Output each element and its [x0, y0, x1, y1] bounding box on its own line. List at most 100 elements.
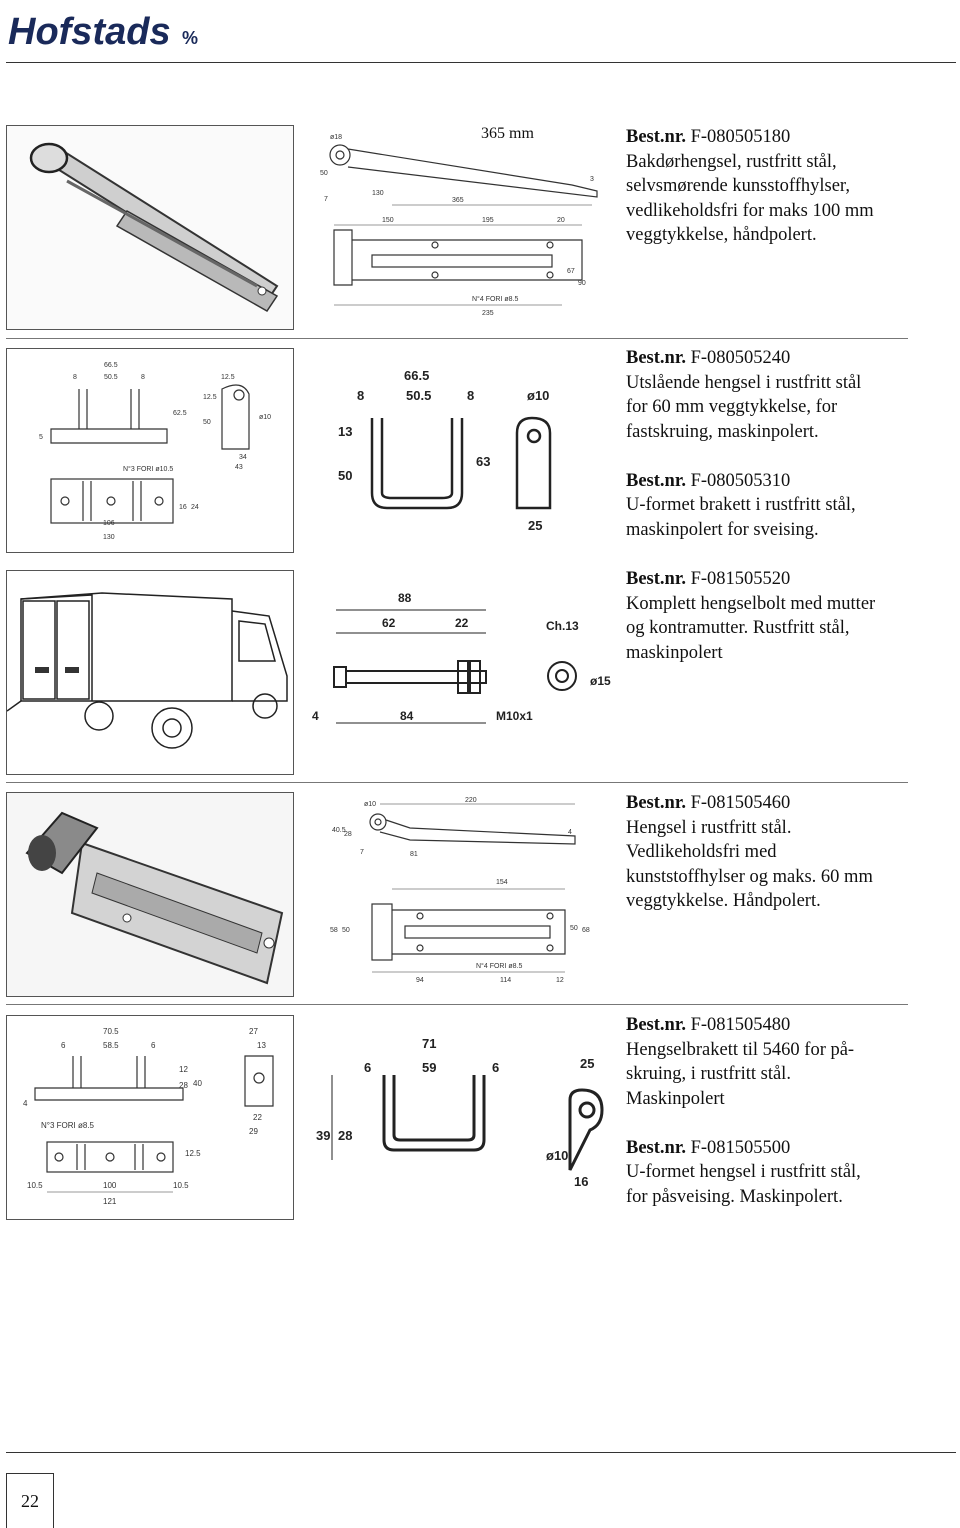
description-line: for påsveising. Maskinpolert. — [626, 1186, 843, 1207]
dim-label: 154 — [496, 879, 508, 886]
page-number: 22 — [6, 1473, 54, 1528]
dim-label: 63 — [476, 454, 490, 469]
dim-label: ø10 — [546, 1148, 568, 1163]
dim-label: 27 — [249, 1027, 258, 1036]
dim-label: 50 — [320, 170, 328, 177]
product-block-460: Best.nr. F-081505460 Hengsel i rustfritt… — [626, 791, 926, 914]
dim-label: 71 — [422, 1036, 436, 1051]
dim-label: 7 — [324, 196, 328, 203]
dim-label: M10x1 — [496, 709, 533, 723]
dim-label: 43 — [235, 464, 243, 471]
drawing-bracket-480: 70.5 58.5 6 6 4 12 28 40 27 13 22 29 N°3… — [6, 1015, 294, 1220]
dim-label: 6 — [364, 1060, 371, 1075]
dim-label: 6 — [151, 1041, 156, 1050]
description-line: og kontramutter. Rustfritt stål, — [626, 618, 850, 638]
description-line: fastskruing, maskinpolert. — [626, 421, 819, 442]
bestnr-value: F-080505180 — [690, 127, 791, 147]
description-line: skruing, i rustfritt stål. — [626, 1064, 791, 1084]
product-block-180: Best.nr. F-080505180 Bakdørhengsel, rust… — [626, 125, 926, 248]
dim-label: 58.5 — [103, 1041, 119, 1050]
dim-label: 12.5 — [185, 1149, 201, 1158]
row-separator — [6, 1004, 908, 1005]
dim-label: 62 — [382, 616, 396, 630]
description-line: Hengselbrakett til 5460 for på- — [626, 1039, 855, 1060]
description-line: maskinpolert — [626, 642, 723, 663]
dim-label: 106 — [103, 520, 115, 527]
dim-label: 28 — [338, 1128, 352, 1143]
bestnr-value: F-080505310 — [690, 470, 791, 491]
description-line: for 60 mm veggtykkelse, for — [626, 397, 838, 417]
description-line: maskinpolert for sveising. — [626, 519, 819, 540]
dim-label: 40 — [193, 1079, 202, 1088]
dim-label: 66.5 — [104, 362, 118, 369]
dim-label: 12 — [556, 977, 564, 984]
dim-label: 22 — [455, 616, 469, 630]
bestnr-label: Best.nr. — [626, 1015, 686, 1035]
dim-label: 12 — [179, 1065, 188, 1074]
dim-label: N°3 FORI ø8.5 — [41, 1121, 95, 1130]
dim-label: ø18 — [330, 134, 342, 141]
dim-label: 4 — [568, 829, 572, 836]
dim-label: 28 — [344, 831, 352, 838]
description-line: Bakdørhengsel, rustfritt stål, — [626, 151, 837, 172]
product-block-240-310: Best.nr. F-080505240 Utslående hengsel i… — [626, 346, 926, 542]
dim-label: 50 — [342, 927, 350, 934]
dim-label: 6 — [492, 1060, 499, 1075]
dim-label: 10.5 — [173, 1181, 189, 1190]
dim-label: 88 — [398, 591, 412, 605]
product-block-480-500: Best.nr. F-081505480 Hengselbrakett til … — [626, 1013, 926, 1209]
dim-label: 235 — [482, 310, 494, 317]
description-line: veggtykkelse, håndpolert. — [626, 225, 817, 245]
dim-label: 12.5 — [203, 394, 217, 401]
drawing-uhinge-500: 71 59 6 6 39 28 25 ø10 16 — [316, 1036, 604, 1189]
dim-label: 66.5 — [404, 368, 429, 383]
dim-label: 365 — [452, 197, 464, 204]
dim-label: 220 — [465, 797, 477, 804]
dim-label: ø15 — [590, 674, 611, 688]
dim-label: 6 — [61, 1041, 66, 1050]
row-separator — [6, 338, 908, 339]
dim-label: 40.5 — [332, 827, 346, 834]
dim-label: 20 — [557, 217, 565, 224]
dim-label: 8 — [357, 388, 364, 403]
description-line: selvsmørende kunsstoffhylser, — [626, 176, 850, 196]
dim-label: 90 — [578, 280, 586, 287]
dim-label: 62.5 — [173, 410, 187, 417]
dim-label: 22 — [253, 1113, 262, 1122]
dim-label: 50.5 — [406, 388, 431, 403]
dim-label: 67 — [567, 268, 575, 275]
photo-hinge-460 — [6, 792, 294, 997]
dim-label: 70.5 — [103, 1027, 119, 1036]
dim-label: 121 — [103, 1197, 117, 1206]
footer-rule — [6, 1452, 956, 1453]
dim-label: 29 — [249, 1127, 258, 1136]
description-line: vedlikeholdsfri for maks 100 mm — [626, 200, 874, 221]
dim-label: 50 — [203, 419, 211, 426]
header-rule — [6, 62, 956, 63]
dim-label: 10.5 — [27, 1181, 43, 1190]
row-separator — [6, 782, 908, 783]
dim-label: 59 — [422, 1060, 436, 1075]
dim-label: 39 — [316, 1128, 330, 1143]
description-line: veggtykkelse. Håndpolert. — [626, 891, 821, 911]
description-line: U-formet hengsel i rustfritt stål, — [626, 1162, 861, 1182]
dim-label: 195 — [482, 217, 494, 224]
dim-label: 4 — [23, 1099, 28, 1108]
dim-label: 25 — [580, 1056, 594, 1071]
logo-wordmark: Hofstads — [8, 11, 171, 53]
drawing-bracket-240: 66.5 50.5 8 8 62.5 5 12.5 50 12.5 ø10 34… — [6, 348, 294, 553]
bestnr-label: Best.nr. — [626, 470, 686, 491]
dim-label: 5 — [39, 434, 43, 441]
dim-label: 7 — [360, 849, 364, 856]
description-line: U-formet brakett i rustfritt stål, — [626, 495, 856, 515]
description-line: kunststoffhylser og maks. 60 mm — [626, 866, 873, 887]
dim-label: ø10 — [259, 414, 271, 421]
dim-label: 50 — [338, 468, 352, 483]
dim-label: 8 — [73, 374, 77, 381]
dim-label: 25 — [528, 518, 542, 533]
drawing-hinge-180: 150 195 20 130 365 235 50 7 67 90 3 N°4 … — [320, 134, 598, 317]
description-line: Maskinpolert — [626, 1088, 725, 1109]
product-block-520: Best.nr. F-081505520 Komplett hengselbol… — [626, 567, 926, 665]
dim-label: 34 — [239, 454, 247, 461]
dim-label: ø10 — [527, 388, 549, 403]
